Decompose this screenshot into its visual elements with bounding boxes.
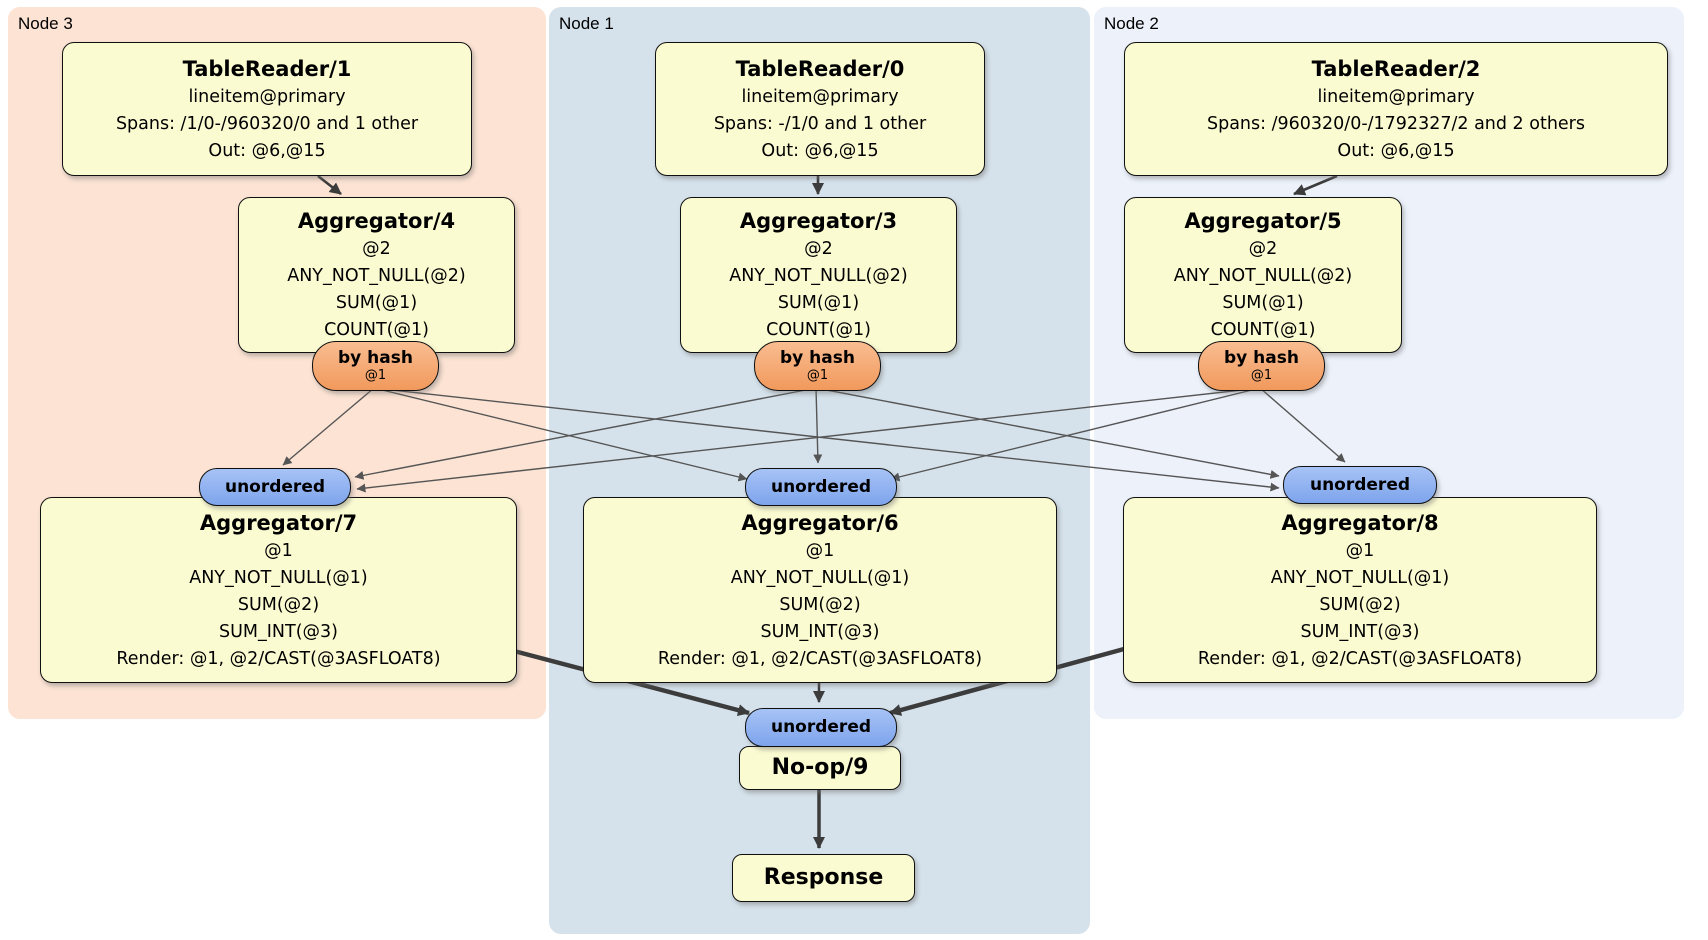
- processor-detail-line: Out: @6,@15: [1337, 140, 1455, 161]
- processor-response: Response: [732, 854, 915, 902]
- sync-label: unordered: [1309, 474, 1411, 495]
- processor-detail-line: ANY_NOT_NULL(@1): [189, 567, 368, 588]
- processor-aggregator-7: Aggregator/7 @1 ANY_NOT_NULL(@1) SUM(@2)…: [40, 497, 517, 683]
- router-detail: @1: [806, 368, 829, 383]
- router-by-hash-left: by hash @1: [312, 341, 439, 391]
- processor-detail-line: Spans: /960320/0-/1792327/2 and 2 others: [1206, 113, 1585, 134]
- processor-title: Aggregator/8: [1281, 510, 1439, 535]
- processor-detail-line: COUNT(@1): [324, 320, 429, 340]
- processor-detail-line: @2: [362, 239, 391, 259]
- processor-aggregator-8: Aggregator/8 @1 ANY_NOT_NULL(@1) SUM(@2)…: [1123, 497, 1597, 683]
- region-node-2-label: Node 2: [1104, 14, 1159, 33]
- processor-detail-line: ANY_NOT_NULL(@2): [287, 266, 466, 286]
- processor-detail-line: Spans: /1/0-/960320/0 and 1 other: [115, 113, 419, 134]
- processor-title: Response: [763, 865, 884, 890]
- processor-detail-line: @1: [805, 540, 835, 561]
- processor-title: Aggregator/4: [297, 209, 456, 233]
- processor-detail-line: Render: @1, @2/CAST(@3ASFLOAT8): [657, 648, 983, 669]
- processor-detail-line: SUM(@1): [335, 293, 418, 313]
- region-node-1-label: Node 1: [559, 14, 614, 33]
- processor-aggregator-3: Aggregator/3 @2 ANY_NOT_NULL(@2) SUM(@1)…: [680, 197, 957, 353]
- router-by-hash-middle: by hash @1: [754, 341, 881, 391]
- sync-label: unordered: [224, 476, 326, 497]
- sync-unordered-right: unordered: [1283, 466, 1437, 504]
- processor-detail-line: COUNT(@1): [1210, 320, 1316, 340]
- edge-tablereader-to-aggregator: [317, 174, 1338, 196]
- processor-detail-line: @1: [1345, 540, 1375, 561]
- processor-detail-line: SUM(@2): [237, 594, 320, 615]
- processor-table-reader-0: TableReader/0 lineitem@primary Spans: -/…: [655, 42, 985, 176]
- router-detail: @1: [364, 368, 387, 383]
- edge-hash-to-unordered: [282, 387, 1346, 493]
- processor-title: Aggregator/3: [739, 209, 898, 233]
- processor-detail-line: ANY_NOT_NULL(@1): [730, 567, 910, 588]
- processor-detail-line: SUM(@2): [1319, 594, 1401, 615]
- router-by-hash-right: by hash @1: [1198, 341, 1325, 391]
- router-label: by hash: [780, 348, 855, 368]
- processor-detail-line: SUM_INT(@3): [1300, 621, 1420, 642]
- processor-detail-line: SUM_INT(@3): [760, 621, 880, 642]
- processor-title: Aggregator/7: [199, 510, 358, 535]
- processor-title: Aggregator/5: [1184, 209, 1342, 233]
- sync-label: unordered: [770, 717, 872, 737]
- processor-detail-line: Out: @6,@15: [208, 140, 326, 161]
- processor-aggregator-4: Aggregator/4 @2 ANY_NOT_NULL(@2) SUM(@1)…: [238, 197, 515, 353]
- processor-table-reader-2: TableReader/2 lineitem@primary Spans: /9…: [1124, 42, 1668, 176]
- processor-title: TableReader/0: [735, 56, 905, 81]
- router-label: by hash: [338, 348, 413, 368]
- processor-detail-line: @2: [804, 239, 833, 259]
- router-detail: @1: [1250, 368, 1273, 383]
- processor-detail-line: Render: @1, @2/CAST(@3ASFLOAT8): [1197, 648, 1523, 669]
- processor-detail-line: Out: @6,@15: [761, 140, 879, 161]
- processor-title: Aggregator/6: [741, 510, 899, 535]
- sync-unordered-final: unordered: [745, 708, 897, 747]
- processor-detail-line: SUM(@1): [777, 293, 860, 313]
- processor-detail-line: SUM(@2): [779, 594, 861, 615]
- sync-label: unordered: [770, 476, 872, 497]
- router-label: by hash: [1224, 348, 1299, 368]
- region-node-3-label: Node 3: [18, 14, 73, 33]
- processor-detail-line: ANY_NOT_NULL(@1): [1270, 567, 1450, 588]
- processor-table-reader-1: TableReader/1 lineitem@primary Spans: /1…: [62, 42, 472, 176]
- processor-noop-9: No-op/9: [739, 746, 901, 790]
- sync-unordered-left: unordered: [199, 468, 351, 506]
- processor-title: TableReader/1: [182, 56, 352, 81]
- processor-detail-line: SUM(@1): [1222, 293, 1304, 313]
- processor-detail-line: lineitem@primary: [188, 86, 346, 107]
- processor-detail-line: lineitem@primary: [741, 86, 899, 107]
- processor-title: No-op/9: [771, 755, 869, 780]
- sync-unordered-middle: unordered: [745, 468, 897, 506]
- processor-aggregator-5: Aggregator/5 @2 ANY_NOT_NULL(@2) SUM(@1)…: [1124, 197, 1402, 353]
- processor-detail-line: ANY_NOT_NULL(@2): [729, 266, 908, 286]
- processor-detail-line: SUM_INT(@3): [219, 621, 338, 642]
- processor-detail-line: @1: [264, 540, 293, 561]
- processor-detail-line: COUNT(@1): [766, 320, 871, 340]
- processor-aggregator-6: Aggregator/6 @1 ANY_NOT_NULL(@1) SUM(@2)…: [583, 497, 1057, 683]
- processor-detail-line: Spans: -/1/0 and 1 other: [713, 113, 927, 134]
- processor-detail-line: ANY_NOT_NULL(@2): [1173, 266, 1353, 286]
- processor-title: TableReader/2: [1311, 56, 1481, 81]
- processor-detail-line: Render: @1, @2/CAST(@3ASFLOAT8): [116, 648, 441, 669]
- processor-detail-line: lineitem@primary: [1317, 86, 1475, 107]
- processor-detail-line: @2: [1248, 239, 1278, 259]
